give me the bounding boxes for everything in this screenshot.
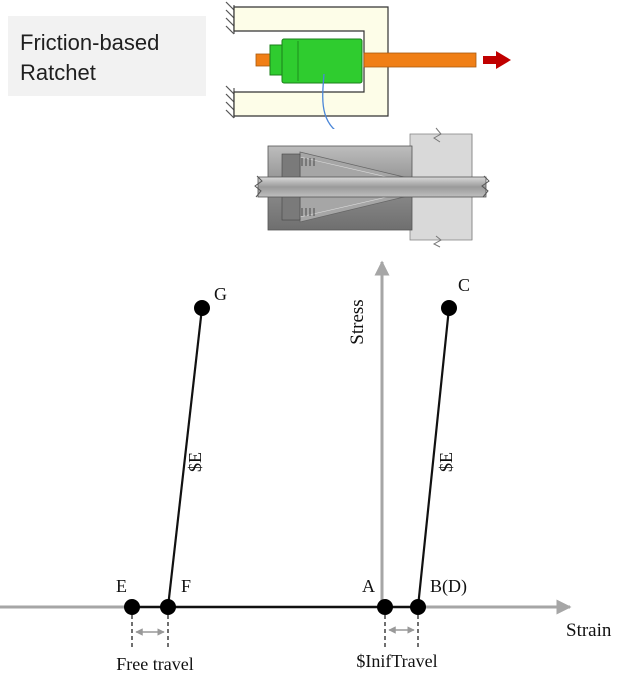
label-B: B(D)	[430, 576, 467, 597]
label-A: A	[362, 576, 375, 596]
ratchet-schematic	[225, 1, 511, 248]
mechanism-title-line1: Friction-based	[20, 30, 160, 55]
pull-arrow	[483, 51, 511, 69]
housing-frame	[233, 6, 389, 117]
fixed-support-bottom	[225, 85, 235, 119]
mechanism-title-line2: Ratchet	[20, 60, 96, 85]
point-A	[377, 599, 393, 615]
label-E: E	[116, 576, 127, 596]
mechanism-title-box: Friction-based Ratchet	[8, 16, 206, 96]
init-travel-dimension	[384, 615, 419, 648]
through-rod	[257, 176, 487, 198]
point-F	[160, 599, 176, 615]
slope-label-left: $E	[185, 452, 205, 472]
label-G: G	[214, 284, 227, 304]
init-travel-label: $InifTravel	[356, 651, 437, 671]
stress-axis-label: Stress	[347, 299, 368, 344]
label-F: F	[181, 576, 191, 596]
sectional-view	[252, 127, 490, 248]
free-travel-label: Free travel	[116, 654, 193, 674]
segment-F-G	[166, 307, 204, 608]
green-piston-body	[281, 38, 363, 84]
fixed-support-top	[225, 1, 235, 35]
point-B	[410, 599, 426, 615]
orange-rod-right	[363, 52, 477, 68]
strain-axis-label: Strain	[566, 620, 612, 641]
point-C	[441, 300, 457, 316]
free-travel-dimension	[131, 615, 169, 648]
slope-label-right: $E	[436, 452, 456, 472]
point-E	[124, 599, 140, 615]
point-G	[194, 300, 210, 316]
label-C: C	[458, 275, 470, 295]
segment-B-C	[416, 307, 451, 608]
stress-strain-graph: Stress Strain E F A B(D) G C $E $E Free …	[0, 260, 612, 674]
